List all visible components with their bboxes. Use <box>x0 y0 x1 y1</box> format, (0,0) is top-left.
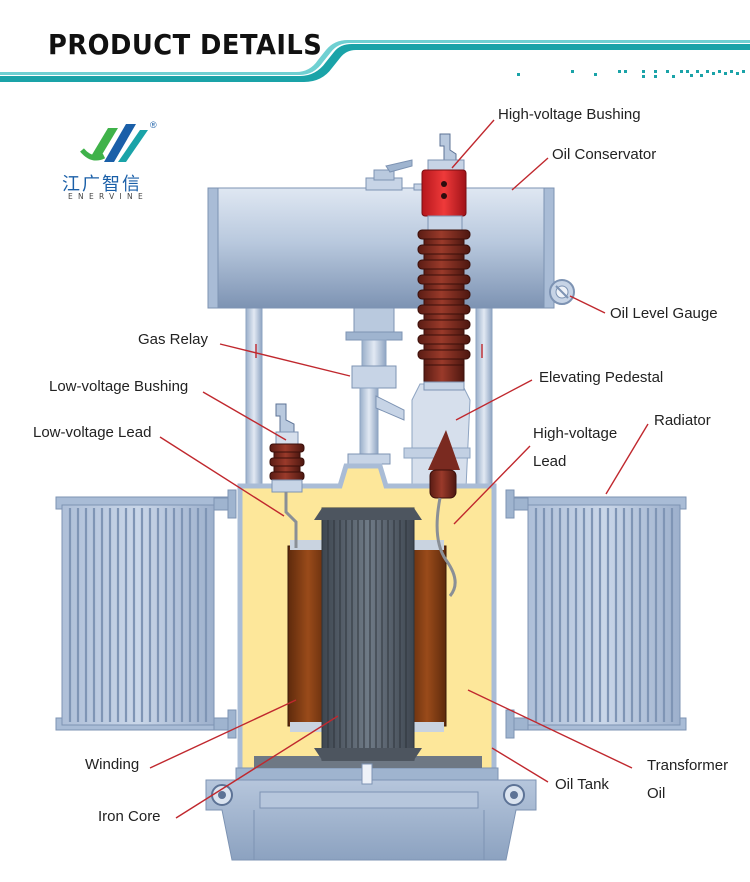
label-gas-relay: Gas Relay <box>138 331 209 348</box>
oil-level-gauge <box>549 279 575 305</box>
high-voltage-bushing <box>417 133 471 597</box>
leader-winding <box>149 699 297 769</box>
leader-elevating-pedestal <box>455 379 533 421</box>
header-banner <box>0 40 750 82</box>
label-high-voltage-lead-line2: Lead <box>533 453 567 470</box>
gas-relay-assembly <box>345 307 405 465</box>
leader-gas-relay <box>219 343 351 377</box>
leader-lv-bushing <box>202 391 287 441</box>
label-transformer-oil-line1: Transformer <box>647 757 729 774</box>
registered-mark: ® <box>150 120 157 130</box>
leader-radiator <box>605 423 649 495</box>
label-low-voltage-bushing: Low-voltage Bushing <box>49 378 189 395</box>
label-high-voltage-bushing: High-voltage Bushing <box>498 106 641 123</box>
label-low-voltage-lead: Low-voltage Lead <box>33 424 152 441</box>
leader-oil-tank <box>491 747 549 783</box>
elevating-pedestal <box>403 383 471 489</box>
label-iron-core: Iron Core <box>98 808 161 825</box>
label-oil-conservator: Oil Conservator <box>552 146 657 163</box>
logo-english-name: ENERVINE <box>68 192 148 201</box>
leader-ticks <box>255 344 483 358</box>
leader-transformer-oil <box>467 689 633 769</box>
page-title: PRODUCT DETAILS <box>48 28 323 61</box>
active-part <box>254 507 482 785</box>
label-elevating-pedestal: Elevating Pedestal <box>539 369 664 386</box>
decorative-dots <box>517 70 745 78</box>
label-radiator: Radiator <box>654 412 711 429</box>
base-frame <box>205 779 537 861</box>
leader-hv-bushing <box>451 119 495 169</box>
leader-iron-core <box>175 715 339 819</box>
teal-swoosh <box>0 44 750 82</box>
radiator-left <box>55 489 237 739</box>
low-voltage-bushing <box>269 403 305 548</box>
leader-lv-lead <box>159 436 285 517</box>
label-high-voltage-lead-line1: High-voltage <box>533 425 618 442</box>
label-oil-level-gauge: Oil Level Gauge <box>610 305 718 322</box>
leader-hv-lead <box>453 445 531 525</box>
label-winding: Winding <box>85 756 140 773</box>
radiator-right <box>505 489 687 739</box>
leader-oil-conservator <box>511 157 549 191</box>
oil-conservator <box>207 159 555 309</box>
logo-chinese-name: 江广智信 <box>62 174 142 195</box>
logo-mark <box>80 124 148 162</box>
label-oil-tank: Oil Tank <box>555 776 609 793</box>
leader-lines <box>149 119 649 819</box>
label-transformer-oil-line2: Oil <box>647 785 666 802</box>
leader-oil-level-gauge <box>569 295 606 314</box>
